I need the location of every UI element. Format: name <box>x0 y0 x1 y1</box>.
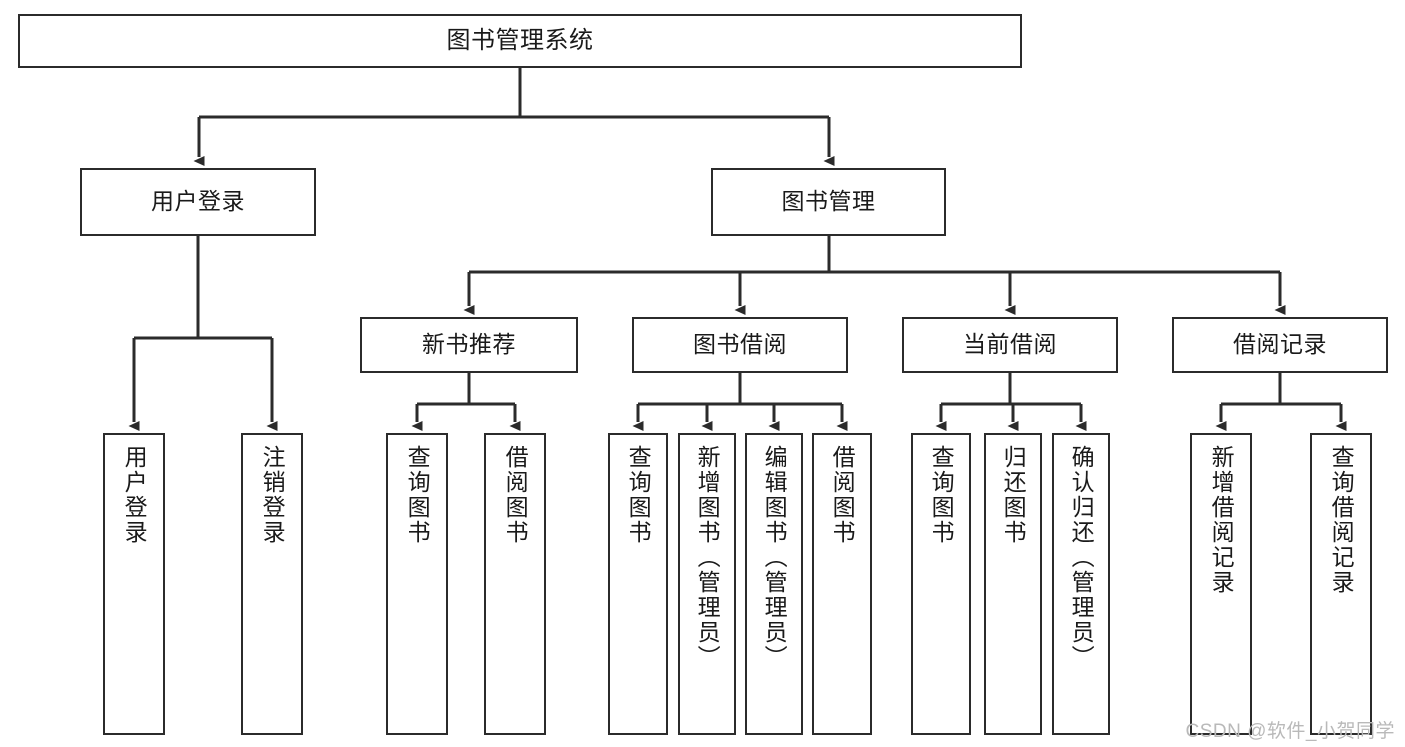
node-leaf-query-record[interactable]: 查询借阅记录 <box>1310 433 1372 735</box>
node-label: 查询借阅记录 <box>1328 445 1355 595</box>
node-leaf-confirm-return[interactable]: 确认归还（管理员） <box>1052 433 1110 735</box>
node-label: 图书管理系统 <box>446 26 594 54</box>
node-borrow-record[interactable]: 借阅记录 <box>1172 317 1388 373</box>
node-leaf-add-book[interactable]: 新增图书（管理员） <box>678 433 736 735</box>
node-label: 编辑图书（管理员） <box>761 445 788 670</box>
node-user-login[interactable]: 用户登录 <box>80 168 316 236</box>
node-root-system[interactable]: 图书管理系统 <box>18 14 1022 68</box>
node-leaf-logout[interactable]: 注销登录 <box>241 433 303 735</box>
node-leaf-borrow-book-1[interactable]: 借阅图书 <box>484 433 546 735</box>
node-label: 借阅图书 <box>829 445 856 545</box>
node-label: 用户登录 <box>121 445 148 545</box>
node-label: 新增借阅记录 <box>1208 445 1235 595</box>
node-label: 借阅记录 <box>1233 331 1327 358</box>
node-leaf-user-login[interactable]: 用户登录 <box>103 433 165 735</box>
node-label: 查询图书 <box>404 445 431 545</box>
node-label: 新书推荐 <box>422 331 516 358</box>
node-label: 图书管理 <box>781 188 876 215</box>
node-current-borrow[interactable]: 当前借阅 <box>902 317 1118 373</box>
node-leaf-edit-book[interactable]: 编辑图书（管理员） <box>745 433 803 735</box>
node-label: 借阅图书 <box>502 445 529 545</box>
node-label: 确认归还（管理员） <box>1068 445 1095 670</box>
node-label: 查询图书 <box>625 445 652 545</box>
node-leaf-return-book[interactable]: 归还图书 <box>984 433 1042 735</box>
node-label: 图书借阅 <box>693 331 787 358</box>
node-label: 用户登录 <box>151 188 245 215</box>
node-new-book-recommend[interactable]: 新书推荐 <box>360 317 578 373</box>
node-book-manage[interactable]: 图书管理 <box>711 168 946 236</box>
node-leaf-query-book-3[interactable]: 查询图书 <box>911 433 971 735</box>
node-label: 查询图书 <box>928 445 955 545</box>
watermark: CSDN @软件_小贺同学 <box>1185 721 1395 742</box>
node-leaf-borrow-book-2[interactable]: 借阅图书 <box>812 433 872 735</box>
node-label: 当前借阅 <box>963 331 1057 358</box>
node-label: 注销登录 <box>259 445 286 545</box>
node-label: 归还图书 <box>1000 445 1027 545</box>
node-leaf-add-record[interactable]: 新增借阅记录 <box>1190 433 1252 735</box>
node-label: 新增图书（管理员） <box>694 445 721 670</box>
node-book-borrow[interactable]: 图书借阅 <box>632 317 848 373</box>
node-leaf-query-book-2[interactable]: 查询图书 <box>608 433 668 735</box>
node-leaf-query-book-1[interactable]: 查询图书 <box>386 433 448 735</box>
